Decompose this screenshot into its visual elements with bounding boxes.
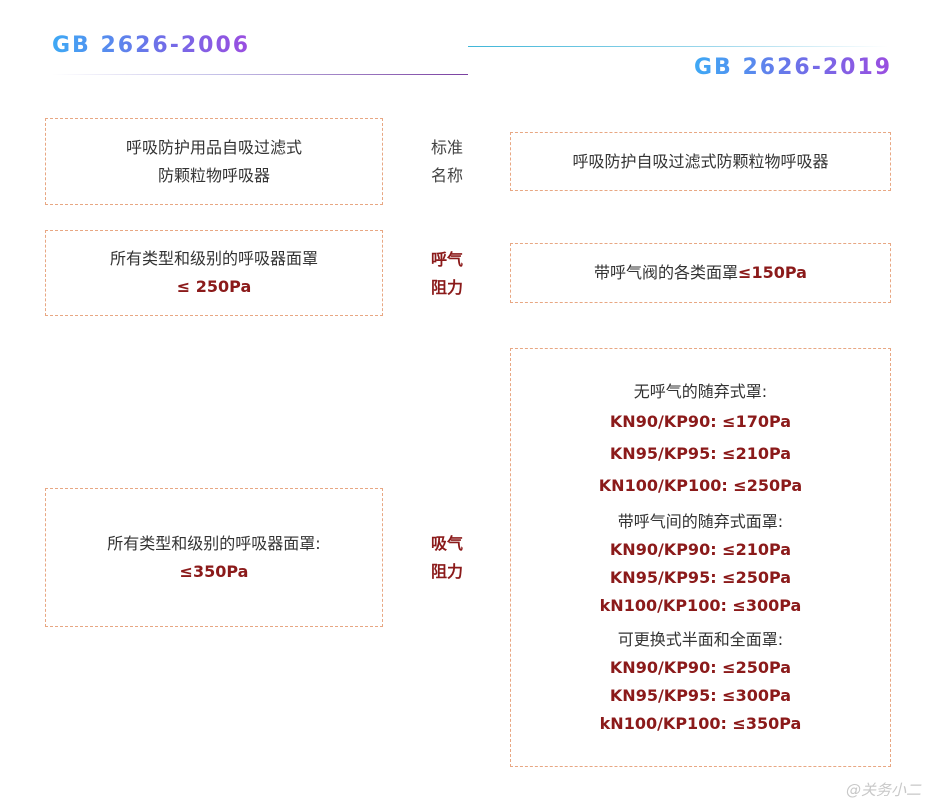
old-exhale-value: ≤ 250Pa [176,277,252,296]
new-exhale-value: ≤150Pa [738,263,807,282]
disposable-no-valve-group: 无呼气的随弃式罩: KN90/KP90: ≤170Pa KN95/KP95: ≤… [599,378,802,502]
old-standard-name-box: 呼吸防护用品自吸过滤式 防颗粒物呼吸器 [45,118,383,205]
old-inhale-resistance-box: 所有类型和级别的呼吸器面罩: ≤350Pa [45,488,383,627]
standard-name-label-line1: 标准 [430,138,463,157]
standard-2006-title: GB 2626-2006 [52,33,251,58]
value-line: kN100/KP100: ≤350Pa [599,713,802,733]
inhale-resistance-label: 吸气 阻力 [427,530,467,586]
new-exhale-line: 带呼气阀的各类面罩≤150Pa [594,259,807,287]
exhale-label-line2: 阻力 [430,278,463,297]
new-standard-name: 呼吸防护自吸过滤式防颗粒物呼吸器 [572,151,829,171]
left-divider-line [52,74,468,75]
disposable-with-valve-group: 带呼气间的随弃式面罩: KN90/KP90: ≤210Pa KN95/KP95:… [600,508,802,620]
watermark: @关务小二 [845,781,921,799]
value-line: kN100/KP100: ≤300Pa [599,595,802,615]
standard-name-label: 标准 名称 [427,134,467,190]
group-title: 无呼气的随弃式罩: [633,381,768,401]
standard-2019-title: GB 2626-2019 [694,55,893,80]
new-standard-name-box: 呼吸防护自吸过滤式防颗粒物呼吸器 [510,132,891,191]
old-standard-name-line1: 呼吸防护用品自吸过滤式 [125,137,302,157]
inhale-label-line2: 阻力 [430,562,463,581]
right-divider-line [468,46,888,47]
value-line: KN90/KP90: ≤250Pa [609,657,792,677]
new-inhale-resistance-box: 无呼气的随弃式罩: KN90/KP90: ≤170Pa KN95/KP95: ≤… [510,348,891,767]
old-inhale-value: ≤350Pa [179,561,249,581]
old-exhale-desc: 所有类型和级别的呼吸器面罩 [109,249,318,268]
group-title: 可更换式半面和全面罩: [617,629,784,649]
new-exhale-resistance-box: 带呼气阀的各类面罩≤150Pa [510,243,891,303]
inhale-label-line1: 吸气 [430,534,463,553]
old-inhale-desc: 所有类型和级别的呼吸器面罩: [107,533,321,553]
value-line: KN90/KP90: ≤170Pa [609,411,792,431]
value-line: KN100/KP100: ≤250Pa [598,475,803,495]
new-exhale-desc: 带呼气阀的各类面罩 [594,263,739,282]
value-line: KN95/KP95: ≤250Pa [609,567,792,587]
exhale-label-line1: 呼气 [430,250,463,269]
standard-name-label-line2: 名称 [430,166,463,185]
value-line: KN90/KP90: ≤210Pa [609,539,792,559]
replaceable-mask-group: 可更换式半面和全面罩: KN90/KP90: ≤250Pa KN95/KP95:… [600,626,802,738]
value-line: KN95/KP95: ≤210Pa [609,443,792,463]
value-line: KN95/KP95: ≤300Pa [609,685,792,705]
old-standard-name-line2: 防颗粒物呼吸器 [157,165,270,185]
exhale-resistance-label: 呼气 阻力 [427,246,467,302]
old-exhale-resistance-box: 所有类型和级别的呼吸器面罩 ≤ 250Pa [45,230,383,316]
group-title: 带呼气间的随弃式面罩: [617,511,784,531]
